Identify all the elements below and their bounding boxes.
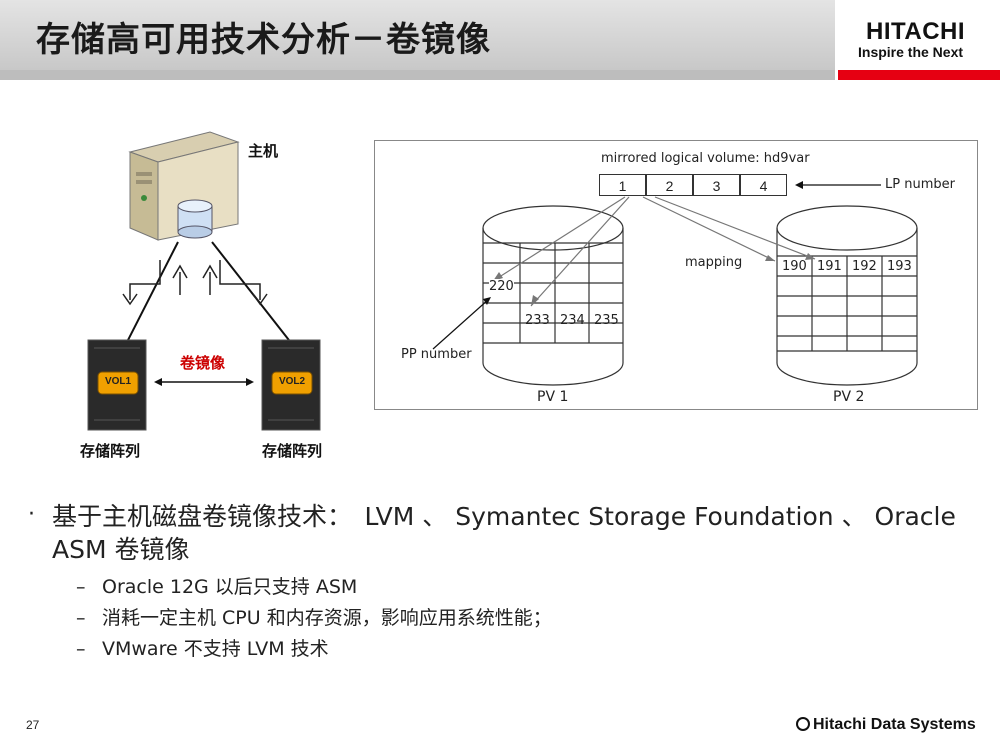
mapping-arrows (492, 196, 816, 307)
storage-array-2-icon (261, 339, 321, 431)
pv2-cylinder (776, 205, 918, 386)
bullet-main-text: 基于主机磁盘卷镜像技术： LVM 、 Symantec Storage Foun… (52, 502, 956, 564)
mirror-arrow (154, 378, 254, 386)
sub-bullet-2: – 消耗一定主机 CPU 和内存资源，影响应用系统性能； (28, 603, 968, 634)
host-label: 主机 (248, 142, 279, 160)
lvm-mapping-diagram: mirrored logical volume: hd9var 1 2 3 4 … (374, 140, 978, 410)
pv2-label: PV 2 (833, 389, 865, 405)
footer-brand: Hitachi Data Systems (796, 716, 976, 734)
footer-brand-text: Hitachi Data Systems (813, 716, 976, 733)
mirrored-lv-label: mirrored logical volume: hd9var (601, 151, 810, 166)
sub-bullet-dash: – (76, 607, 86, 629)
lvm-mapping-graphic (432, 181, 918, 386)
pp-number-label: PP number (401, 347, 472, 362)
page-number: 27 (26, 718, 40, 732)
sub-bullet-2-text: 消耗一定主机 CPU 和内存资源，影响应用系统性能； (102, 607, 552, 629)
sub-bullet-1: – Oracle 12G 以后只支持 ASM (28, 572, 968, 603)
host-mirror-diagram: 主机 卷镜像 VOL1 VOL2 存储阵列 存储阵列 (60, 120, 360, 470)
title-bar (0, 0, 835, 70)
bullet-list: · 基于主机磁盘卷镜像技术： LVM 、 Symantec Storage Fo… (28, 500, 968, 665)
bullet-main: · 基于主机磁盘卷镜像技术： LVM 、 Symantec Storage Fo… (28, 500, 968, 566)
logo-red-bar (838, 70, 1000, 80)
slide-title: 存储高可用技术分析－卷镜像 (36, 20, 491, 60)
vol1-badge: VOL1 (104, 376, 132, 387)
pv1-cylinder (482, 205, 624, 386)
bullet-dot: · (28, 502, 35, 527)
storage-array-1-icon (87, 339, 147, 431)
pv2-cell-191: 191 (817, 259, 842, 274)
io-arrows (122, 260, 268, 306)
sub-bullet-dash: – (76, 638, 86, 660)
pv1-label: PV 1 (537, 389, 569, 405)
lp-cell-4: 4 (740, 174, 787, 196)
pv2-cell-190: 190 (782, 259, 807, 274)
pv1-cell-220: 220 (489, 279, 514, 294)
lp-cell-3: 3 (693, 174, 740, 196)
pv2-cell-192: 192 (852, 259, 877, 274)
lp-number-arrow (795, 181, 881, 189)
link-line-left (125, 241, 179, 345)
title-underline (0, 70, 835, 80)
lp-cell-1: 1 (599, 174, 646, 196)
server-icon (128, 131, 240, 241)
mirror-label: 卷镜像 (180, 354, 226, 372)
logo-box (838, 0, 1000, 70)
sub-bullet-1-text: Oracle 12G 以后只支持 ASM (102, 576, 358, 598)
lp-cell-2: 2 (646, 174, 693, 196)
pv1-cell-235: 235 (594, 313, 619, 328)
logo-tagline: Inspire the Next (858, 44, 964, 60)
slide-header: 存储高可用技术分析－卷镜像 HITACHI Inspire the Next (0, 0, 1000, 80)
sub-bullet-dash: – (76, 576, 86, 598)
pp-number-arrow (432, 297, 491, 350)
storage-array-1-label: 存储阵列 (80, 442, 141, 460)
storage-array-2-label: 存储阵列 (262, 442, 323, 460)
sub-bullet-3-text: VMware 不支持 LVM 技术 (102, 638, 329, 660)
sub-bullet-3: – VMware 不支持 LVM 技术 (28, 634, 968, 665)
host-mirror-graphic (87, 131, 321, 431)
mapping-arrowheads (493, 253, 815, 306)
pv2-cell-193: 193 (887, 259, 912, 274)
hitachi-circle-icon (796, 717, 810, 731)
pv1-cell-234: 234 (560, 313, 585, 328)
mapping-label: mapping (685, 255, 743, 270)
link-line-right (211, 241, 293, 345)
vol2-badge: VOL2 (278, 376, 306, 387)
lp-number-label: LP number (885, 177, 955, 192)
pv1-cell-233: 233 (525, 313, 550, 328)
hitachi-logo: HITACHI (866, 18, 966, 45)
